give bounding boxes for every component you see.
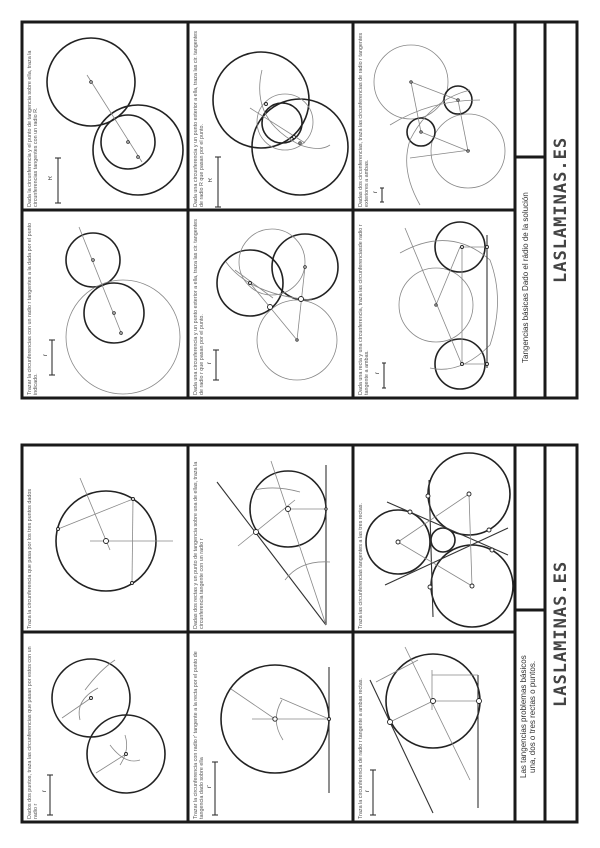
sheet-title-line: una, dos o tres rectas o puntos. xyxy=(528,660,537,773)
scale-label: r xyxy=(373,191,379,193)
caption-top-exterior-point-R: Dada una circunferencia y un punto exter… xyxy=(193,31,205,207)
caption-top-two-circles: Dadas dos circunferencias, traza las cir… xyxy=(358,32,370,207)
caption-top-line-circle: Dada una recta y una circunferencia, tra… xyxy=(358,224,370,396)
caption-top-through-point-r: Trazar la circunferencias con un radio r… xyxy=(27,222,39,395)
figure-two-circles-exterior-tangent xyxy=(373,44,506,206)
figure-two-lines-radius-r xyxy=(369,646,482,816)
logo-laslaminas-bottom: LASLAMINAS.ES xyxy=(551,560,571,707)
sheet-title-line: Las tangencias problemas básicos xyxy=(519,655,528,778)
figure-two-lines-tangent-point xyxy=(216,460,331,626)
top-sheet-frame xyxy=(20,20,579,400)
scale-label: r xyxy=(43,354,49,356)
figure-tangent-to-line-at-point xyxy=(212,664,331,816)
caption-top-exterior-point-r: Dada una circunferencia y un punto exter… xyxy=(193,219,205,395)
figure-three-lines-tangent xyxy=(365,452,514,628)
figure-two-points-radius-r xyxy=(47,658,166,816)
figure-tangent-at-point-radius-R xyxy=(46,37,184,204)
scale-label: r xyxy=(375,372,381,374)
figure-tangent-through-point-radius-r xyxy=(49,226,181,395)
scale-label: R xyxy=(208,178,214,183)
figure-line-and-circle-tangent xyxy=(382,221,498,390)
scale-label: R xyxy=(48,176,54,181)
caption-bottom-two-points: Dados dos puntos, traza las circunferenc… xyxy=(27,646,39,819)
caption-bottom-three-points: Traza la circunferencia que pasa por los… xyxy=(27,488,33,629)
bottom-sheet-frame xyxy=(20,443,579,824)
scale-label: r' xyxy=(207,785,213,789)
sheet-title-top: Tangencias básicas Dado el rádio de la s… xyxy=(521,192,530,364)
scale-label: r xyxy=(207,362,213,364)
scale-label: r xyxy=(365,790,371,792)
caption-top-tangent-point-R: Dada la circunferencia y el punto de tan… xyxy=(27,50,39,207)
scale-label: r xyxy=(42,790,48,792)
caption-bottom-two-lines-point: Dadas dos rectas y un punto de tangencia… xyxy=(193,461,205,629)
caption-bottom-tangent-line-point: Trazar la circunferencia con radio r' ta… xyxy=(193,651,205,819)
figure-three-points-circle xyxy=(55,477,173,592)
figure-exterior-point-radius-r xyxy=(213,228,339,381)
caption-bottom-three-lines: Traza las circunferencias tangentes a la… xyxy=(358,503,364,629)
figure-exterior-point-radius-R xyxy=(212,51,349,208)
logo-laslaminas-top: LASLAMINAS.ES xyxy=(551,136,571,284)
sheet-title-bottom: Las tangencias problemas básicos una, do… xyxy=(519,614,537,819)
